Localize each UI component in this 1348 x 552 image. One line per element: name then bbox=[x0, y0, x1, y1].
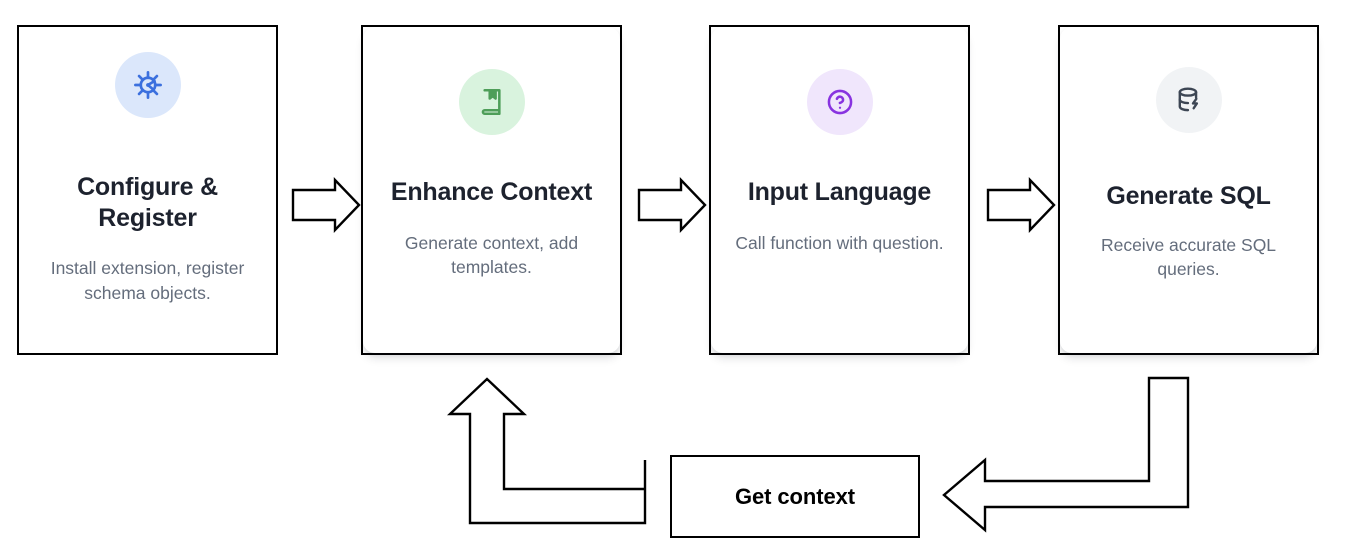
card-title: Enhance Context bbox=[390, 178, 593, 206]
flow-arrow-2 bbox=[637, 177, 707, 233]
card-title: Input Language bbox=[747, 178, 932, 206]
get-context-box[interactable]: Get context bbox=[670, 455, 920, 538]
loop-arrow-inbound bbox=[942, 376, 1190, 533]
question-circle-icon bbox=[824, 86, 856, 118]
process-step-card-configure-register[interactable]: Configure & Register Install extension, … bbox=[17, 25, 278, 355]
gear-icon bbox=[131, 68, 165, 102]
card-title: Configure & Register bbox=[77, 173, 218, 232]
question-circle-icon-badge bbox=[806, 69, 873, 135]
loop-arrow-outbound bbox=[446, 377, 647, 525]
database-bolt-icon bbox=[1173, 84, 1205, 116]
card-title: Generate SQL bbox=[1106, 182, 1271, 210]
gear-icon-badge bbox=[114, 52, 181, 118]
process-step-card-generate-sql[interactable]: Generate SQL Receive accurate SQL querie… bbox=[1058, 25, 1319, 355]
book-bookmark-icon-badge bbox=[458, 69, 525, 135]
book-bookmark-icon bbox=[476, 86, 508, 118]
card-description: Receive accurate SQL queries. bbox=[1100, 234, 1277, 280]
process-step-card-enhance-context[interactable]: Enhance Context Generate context, add te… bbox=[361, 25, 622, 355]
card-body: Generate SQL Receive accurate SQL querie… bbox=[1060, 27, 1317, 353]
card-description: Call function with question. bbox=[735, 232, 944, 253]
database-bolt-icon-badge bbox=[1155, 67, 1222, 133]
process-step-card-input-language[interactable]: Input Language Call function with questi… bbox=[709, 25, 970, 355]
get-context-label: Get context bbox=[735, 483, 855, 509]
card-description: Generate context, add templates. bbox=[404, 232, 579, 278]
flow-arrow-1 bbox=[291, 177, 361, 233]
card-body: Enhance Context Generate context, add te… bbox=[363, 27, 620, 353]
card-body: Input Language Call function with questi… bbox=[711, 27, 968, 353]
flow-arrow-3 bbox=[986, 177, 1056, 233]
card-description: Install extension, register schema objec… bbox=[50, 258, 245, 303]
card-body: Configure & Register Install extension, … bbox=[19, 27, 276, 353]
